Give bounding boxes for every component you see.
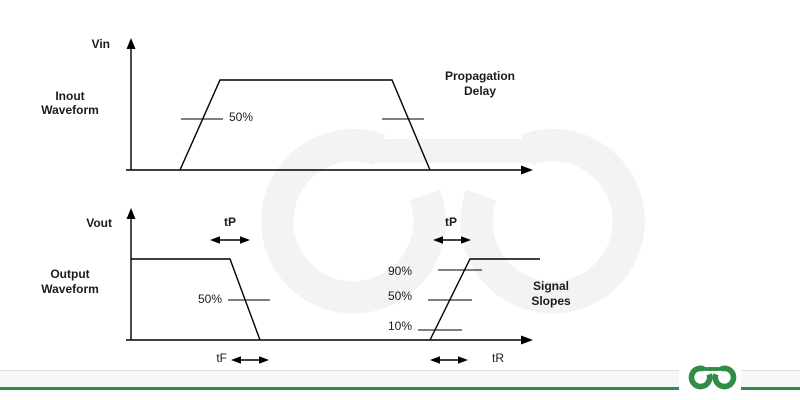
tr-arrowhead-left xyxy=(430,356,440,364)
output-rise-10-label: 10% xyxy=(387,319,412,333)
output-rise-trace xyxy=(429,258,540,341)
vin-axis-label: Vin xyxy=(91,37,110,51)
watermark-right-ring xyxy=(460,129,645,314)
geeksforgeeks-logo-icon xyxy=(688,365,737,390)
output-fall-trace xyxy=(131,258,261,341)
tr-label: tR xyxy=(492,351,504,365)
vout-axis-label: Vout xyxy=(86,216,112,230)
tp-right-arrowhead-right xyxy=(461,236,471,244)
output-fall-50-label: 50% xyxy=(197,292,222,306)
output-rise-90-label: 90% xyxy=(387,264,412,278)
tf-label: tF xyxy=(216,351,227,365)
tp-left-arrowhead-left xyxy=(210,236,220,244)
tp-left-arrowhead-right xyxy=(240,236,250,244)
tp-left-label: tP xyxy=(224,215,236,229)
input-waveform-trace xyxy=(179,79,431,171)
vout-y-axis-arrowhead xyxy=(126,208,136,219)
tf-arrowhead-right xyxy=(259,356,269,364)
vin-x-axis-arrowhead xyxy=(521,165,533,175)
logo-left-ring xyxy=(688,365,713,390)
tp-right-label: tP xyxy=(445,215,457,229)
tp-right-arrowhead-left xyxy=(433,236,443,244)
vout-x-axis-arrowhead xyxy=(521,335,533,345)
output-rise-50-label: 50% xyxy=(387,289,412,303)
output-waveform-label-line2: Waveform xyxy=(41,282,99,296)
signal-slopes-label-line1: Signal xyxy=(532,279,570,293)
tf-arrowhead-left xyxy=(231,356,241,364)
geeksforgeeks-watermark-icon xyxy=(261,129,645,314)
vin-y-axis-arrowhead xyxy=(126,38,136,49)
propagation-delay-label-line1: Propagation xyxy=(444,69,516,83)
signal-slopes-label-line2: Slopes xyxy=(531,294,571,308)
input-waveform-label-line1: Inout xyxy=(55,89,85,103)
tr-arrowhead-right xyxy=(458,356,468,364)
footer-rule-left xyxy=(0,370,679,390)
watermark-left-ring xyxy=(261,129,446,314)
footer-rule-right xyxy=(741,370,800,390)
input-rise-50-label: 50% xyxy=(229,110,254,124)
propagation-delay-label-line2: Delay xyxy=(463,84,497,98)
output-waveform-label-line1: Output xyxy=(50,267,90,281)
input-waveform-label-line2: Waveform xyxy=(41,103,99,117)
logo-right-ring xyxy=(712,365,737,390)
